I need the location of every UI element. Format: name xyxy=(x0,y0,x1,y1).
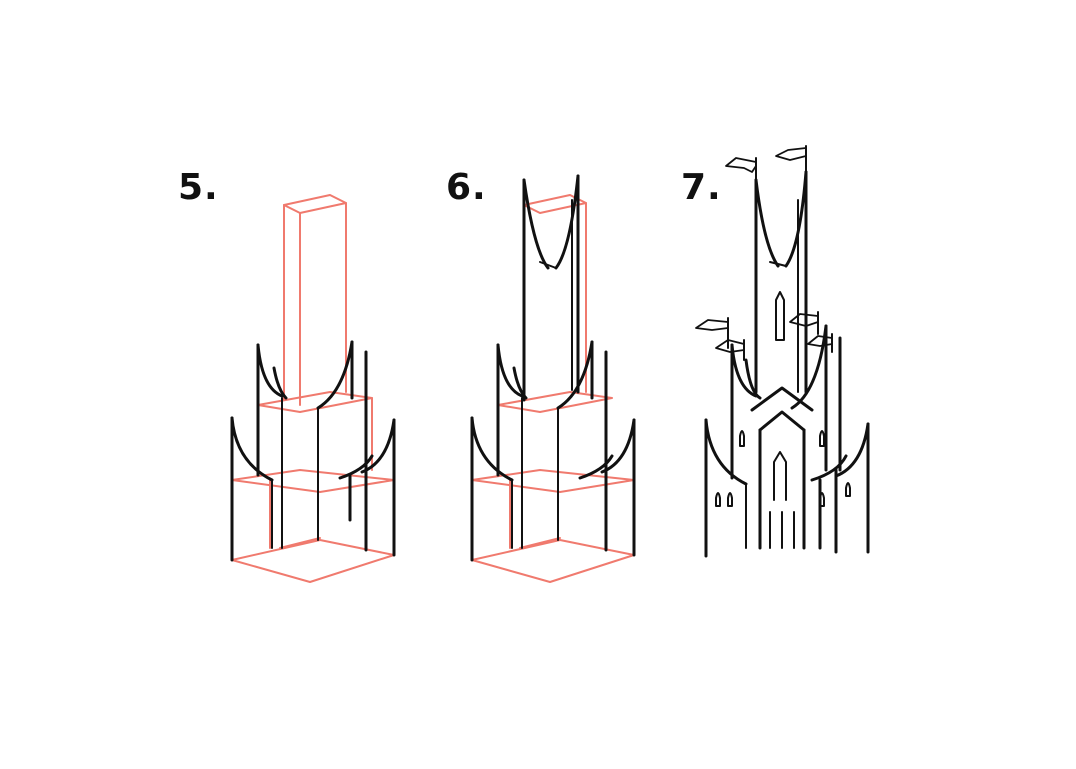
step-5-guides xyxy=(231,194,395,583)
step-5-drawing xyxy=(230,194,396,583)
step-7-flags xyxy=(695,145,833,361)
step-7-windows xyxy=(715,430,851,507)
step-7-side-spires xyxy=(704,324,870,558)
step-6-ink xyxy=(470,174,636,562)
step-6-drawing xyxy=(470,174,636,583)
step-5-ink xyxy=(230,340,396,562)
step-7-main-tower xyxy=(750,170,814,550)
step-6-guides xyxy=(471,194,635,583)
step-label-7: 7. xyxy=(681,167,722,208)
step-label-5: 5. xyxy=(178,167,219,208)
step-label-6: 6. xyxy=(446,167,487,208)
step-7-drawing xyxy=(695,145,870,558)
